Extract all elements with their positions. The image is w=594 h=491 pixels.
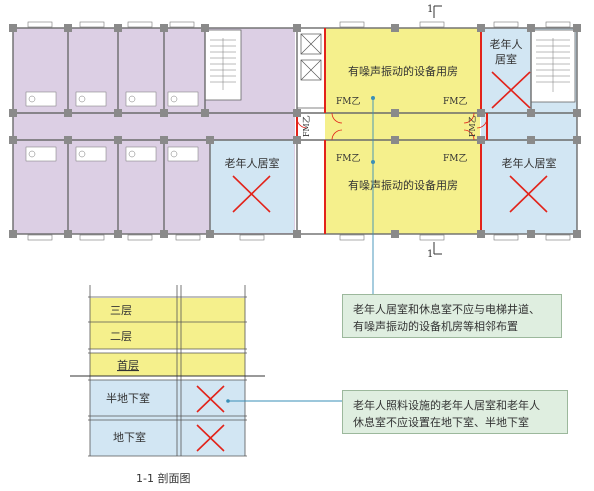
floor-label-semi-basement: 半地下室	[106, 391, 150, 405]
floor-label-basement: 地下室	[113, 430, 146, 444]
fire-door-label-1: FM乙	[336, 96, 360, 107]
bathroom-fixtures	[25, 91, 199, 162]
stair-treads	[210, 38, 570, 92]
section-prohibited-marks	[196, 385, 225, 452]
section-cut-marks	[433, 5, 442, 255]
callout-lower-line-2: 休息室不应设置在地下室、半地下室	[353, 416, 529, 429]
equipment-room-bottom-label: 有噪声振动的设备用房	[348, 178, 458, 192]
section-drawing: 三层 二层 首层 半地下室 地下室 1-1 剖面图	[70, 285, 265, 485]
columns	[9, 24, 581, 238]
elderly-room-top-right-label-2: 居室	[495, 52, 517, 66]
equipment-room-top-label: 有噪声振动的设备用房	[348, 64, 458, 78]
floor-label-3: 三层	[110, 304, 132, 317]
windows	[27, 21, 571, 241]
elderly-room-top-right-label-1: 老年人	[490, 37, 523, 51]
fire-door-swings	[296, 112, 488, 141]
section-floor-1	[90, 353, 245, 376]
elderly-room-bottom-right-label: 老年人居室	[502, 156, 557, 170]
x-mark-bottom-left-b	[232, 175, 271, 213]
fire-door-label-3: FM乙	[336, 153, 360, 164]
separating-walls	[296, 28, 488, 234]
callout-upper-line-2: 有噪声振动的设备机房等相邻布置	[353, 320, 518, 333]
x-mark-top-right-b	[491, 71, 531, 109]
section-caption: 1-1 剖面图	[136, 471, 190, 485]
elderly-room-bottom-left-label: 老年人居室	[225, 156, 280, 170]
section-floor-3-and-2	[90, 298, 245, 349]
fire-door-label-5: FM乙	[302, 115, 311, 137]
fire-door-label-6: FM乙	[468, 115, 477, 137]
section-mark-top: 1	[427, 4, 433, 15]
prohibited-marks	[232, 71, 548, 213]
floor-plan: 有噪声振动的设备用房 有噪声振动的设备用房 老年人 居室 老年人居室 老年人居室…	[9, 4, 581, 260]
fire-door-label-4: FM乙	[443, 153, 467, 164]
floor-label-1: 首层	[117, 358, 139, 372]
x-mark-bottom-right-b	[509, 175, 548, 213]
leader-lines	[228, 98, 374, 402]
fire-door-label-2: FM乙	[443, 96, 467, 107]
floor-label-2: 二层	[110, 330, 132, 343]
section-basements	[90, 380, 245, 456]
elderly-room-bottom-left	[210, 140, 294, 233]
equipment-zone	[325, 28, 480, 234]
callout-upper-line-1: 老年人居室和休息室不应与电梯井道、	[353, 303, 540, 316]
callout-lower: 老年人照料设施的老年人居室和老年人 休息室不应设置在地下室、半地下室	[342, 390, 568, 434]
callout-lower-line-1: 老年人照料设施的老年人居室和老年人	[353, 399, 540, 412]
section-mark-bottom: 1	[427, 249, 433, 260]
callout-upper: 老年人居室和休息室不应与电梯井道、 有噪声振动的设备机房等相邻布置	[342, 294, 562, 338]
